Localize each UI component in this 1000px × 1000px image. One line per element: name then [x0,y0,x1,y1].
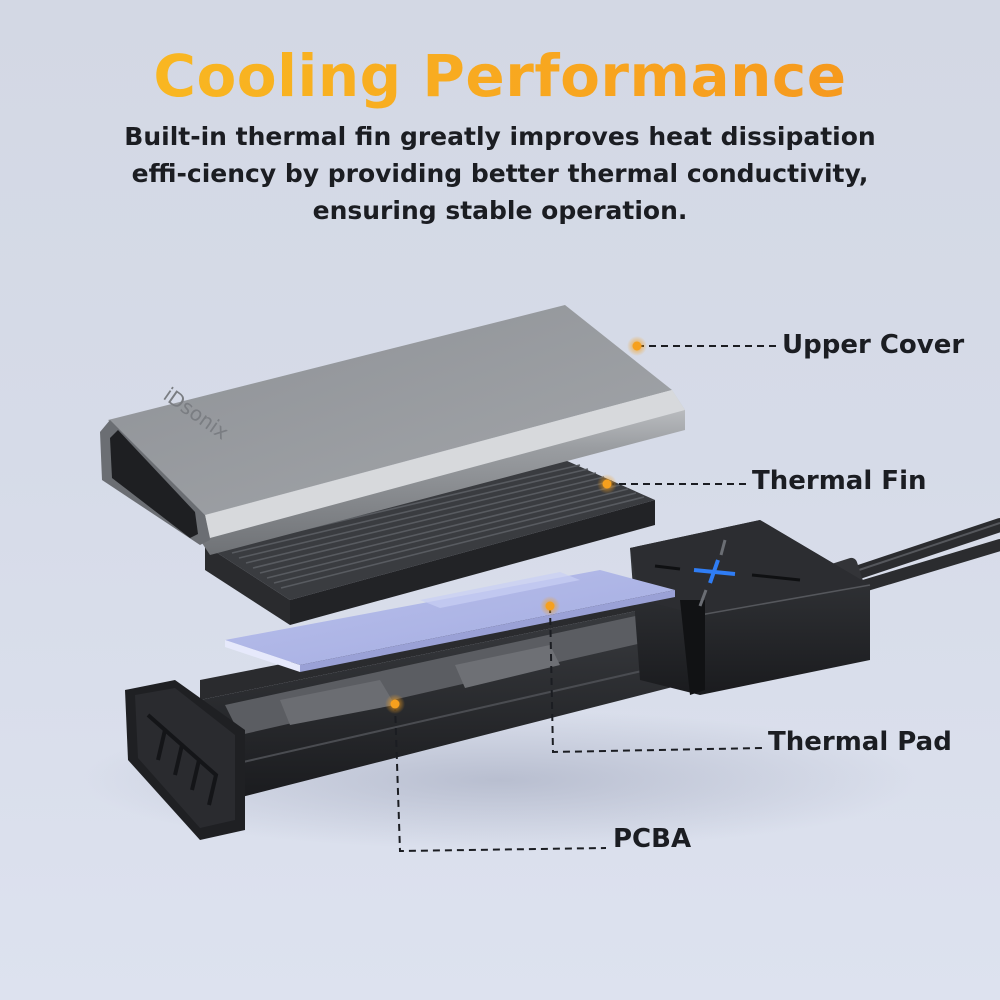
callout-line-thermal-pad [549,605,763,754]
callout-line-pcba [394,703,607,853]
callout-label-upper-cover: Upper Cover [782,330,965,360]
callout-label-thermal-fin: Thermal Fin [752,466,927,496]
callout-dot-pcba [390,699,400,709]
connector-head [630,520,871,695]
upper-cover: iDsonix [100,305,685,555]
callout-lines [394,345,778,853]
feature-description: Built-in thermal fin greatly improves he… [124,122,876,225]
callout-dot-upper-cover [632,341,642,351]
thermal-pad [225,570,675,672]
thermal-fin [205,460,655,625]
callout-label-thermal-pad: Thermal Pad [768,727,952,757]
callout-dots [385,336,647,714]
led-indicator-icon [654,539,801,607]
callout-dot-thermal-pad [545,601,555,611]
base-enclosure [125,590,700,840]
callout-label-pcba: PCBA [613,824,692,854]
page-title: Cooling Performance [0,42,1000,110]
callout-dot-thermal-fin [602,479,612,489]
